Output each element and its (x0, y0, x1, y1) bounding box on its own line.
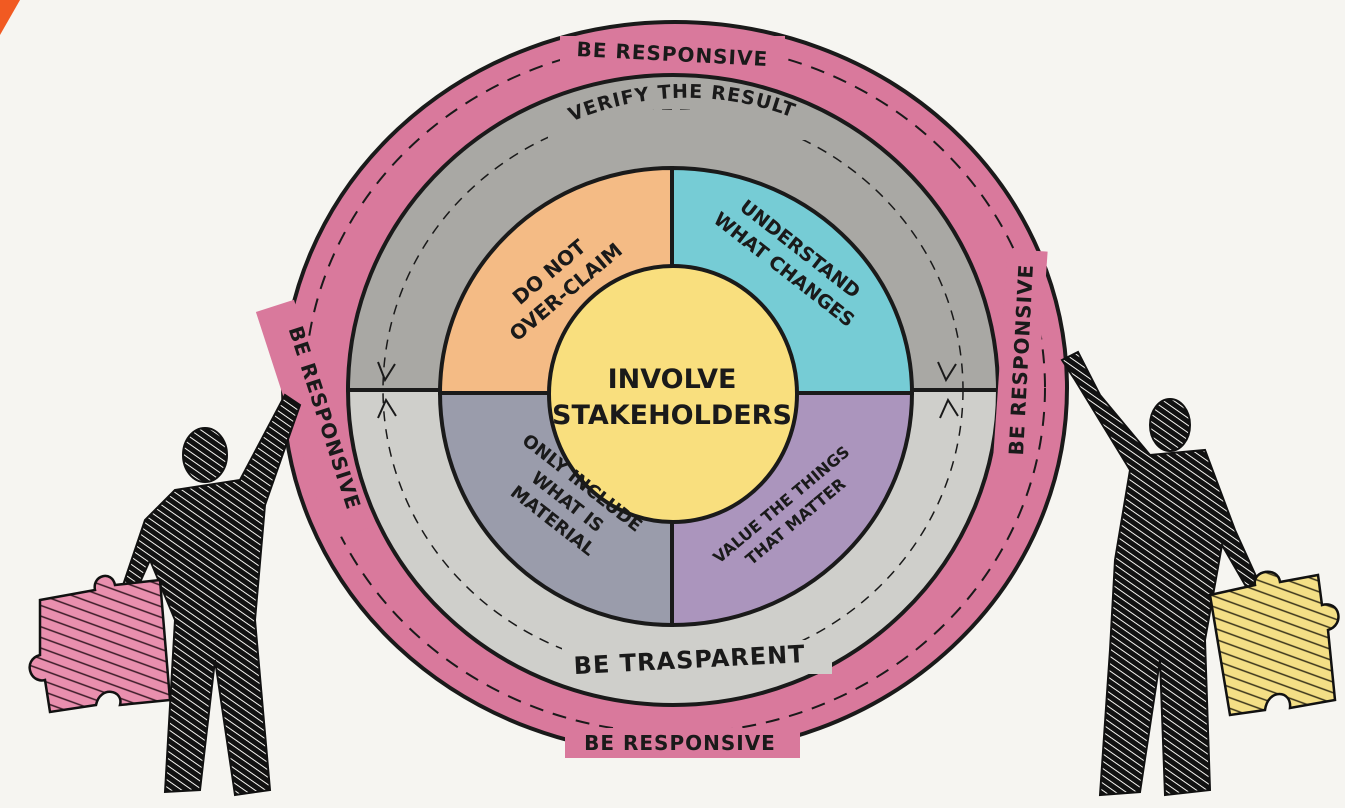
right-puzzle-piece (1208, 570, 1340, 717)
center-circle (547, 264, 799, 524)
left-puzzle-piece (28, 574, 172, 714)
right-person-figure (1060, 350, 1262, 797)
arrow-left-down-icon (377, 361, 396, 383)
responsive-right-bg (992, 248, 1048, 472)
verify-label-bg (548, 110, 808, 140)
arrow-right-up-icon (939, 397, 959, 419)
transparent-label-bg (562, 640, 832, 674)
arrow-left-up-icon (377, 397, 397, 419)
corner-accent (0, 0, 20, 35)
center-label-line-1: INVOLVE (608, 364, 737, 395)
responsive-top-bg (560, 36, 785, 66)
center-label-line-2: STAKEHOLDERS (552, 400, 792, 431)
arrow-right-down-icon (937, 361, 957, 383)
responsive-bottom-bg (565, 728, 800, 758)
responsive-left-bg (255, 299, 369, 541)
middle-ring-dashes (382, 109, 964, 671)
be-responsive-bottom-label: BE RESPONSIVE (584, 731, 776, 755)
